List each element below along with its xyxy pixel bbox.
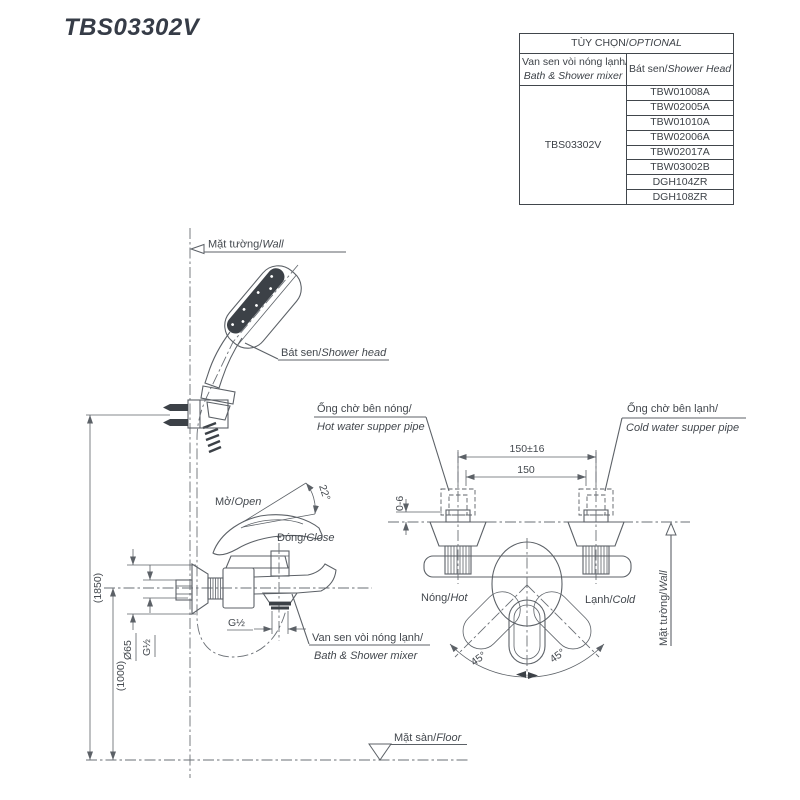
dim-1000-text: (1000)	[115, 661, 127, 691]
dim-0-6: 0-6	[394, 496, 442, 535]
hot-pipe-label: Ống chờ bên nóng/ Hot water supper pipe	[314, 401, 450, 492]
dim-150-text: 150	[517, 464, 535, 476]
mixer-plan-drawing: 45° 45°	[423, 538, 632, 679]
hose-coil	[202, 421, 222, 454]
hot-pipe-label-en: Hot water supper pipe	[317, 421, 425, 433]
shower-head-code: DGH108ZR	[626, 189, 734, 206]
floor-label: Mặt sàn/Floor	[394, 732, 463, 744]
dim-inlet-thread: G½	[141, 565, 188, 657]
table-title-en: OPTIONAL	[628, 36, 682, 49]
diverter-knob	[270, 550, 290, 577]
spout	[253, 563, 337, 595]
optional-parts-table: TÙY CHỌN/OPTIONAL Van sen vòi nóng lạnh/…	[519, 33, 734, 206]
floor-marker-icon	[368, 743, 392, 761]
hose-centerline	[196, 264, 299, 658]
plan-view: 45° 45° 150±16 150 0-6 Ống chờ bên nóng/…	[314, 401, 746, 679]
column-header-shower-head-en: Shower Head	[667, 62, 732, 75]
dim-g12-bottom-text: G½	[228, 617, 245, 629]
inlet-thread-hatch	[210, 578, 221, 599]
shower-head-label: Bát sen/Shower head	[244, 342, 389, 361]
column-header-mixer-en: Bath & Shower mixer	[523, 69, 623, 82]
mixer-code-cell: TBS03302V	[519, 84, 627, 206]
dim-g12-left-text: G½	[141, 639, 153, 656]
cold-pipe-label-en: Cold water supper pipe	[626, 422, 739, 434]
product-code-title: TBS03302V	[64, 14, 200, 41]
column-header-shower-head: Bát sen/Shower Head	[626, 53, 734, 86]
dim-45-left-text: 45°	[469, 649, 489, 668]
hot-supply-pipe	[429, 452, 487, 584]
lever-handle	[212, 514, 323, 556]
mixer-label-en: Bath & Shower mixer	[314, 650, 419, 662]
dim-0-6-text: 0-6	[394, 496, 406, 511]
dim-1850: (1850)	[86, 414, 170, 760]
hot-pipe-label-vi: Ống chờ bên nóng/	[317, 401, 413, 415]
column-header-mixer-vi: Van sen vòi nóng lạnh/	[522, 56, 627, 69]
mixer-label-vi: Van sen vòi nóng lạnh/	[312, 632, 424, 644]
cold-pipe-label-vi: Ống chờ bên lạnh/	[627, 401, 719, 415]
hose-cone	[206, 401, 231, 421]
shower-head-label-text: Bát sen/Shower head	[281, 347, 387, 359]
dim-45-right-text: 45°	[548, 646, 568, 665]
swing-arc	[449, 643, 605, 678]
shower-handle	[204, 331, 243, 389]
close-label: Đóng/Close	[277, 532, 334, 544]
wall-label-top: Mặt tường/Wall	[189, 239, 346, 255]
dim-1850-text: (1850)	[92, 573, 104, 603]
wall-arrow-icon	[189, 243, 205, 255]
wall-arrow-up-icon	[665, 521, 677, 536]
mixer-body-drawing	[175, 514, 337, 641]
thread-hatch	[447, 546, 470, 574]
table-row: DGH108ZR	[520, 189, 734, 206]
hot-label: Nóng/Hot	[421, 592, 468, 604]
open-label: Mở/Open	[215, 496, 261, 508]
open-angle-indicator: 22°	[242, 482, 332, 528]
dim-dia65-text: Ø65	[122, 640, 134, 660]
table-column-header-row: Van sen vòi nóng lạnh/Bath & Shower mixe…	[519, 53, 734, 86]
floor-line: Mặt sàn/Floor	[86, 732, 470, 761]
cold-pipe-label: Ống chờ bên lạnh/ Cold water supper pipe	[604, 401, 746, 492]
dim-22deg-text: 22°	[316, 483, 332, 502]
mixer-bar	[423, 555, 632, 578]
dim-outlet-thread: G½	[227, 611, 306, 634]
hose-nut	[200, 385, 236, 405]
dim-150: 150	[465, 464, 587, 486]
dim-150-16: 150±16	[457, 443, 597, 486]
wall-label-right: Mặt tường/Wall	[658, 521, 677, 646]
wall-label-right-text: Mặt tường/Wall	[658, 570, 670, 646]
thread-hatch	[585, 546, 608, 574]
mixer-label: Van sen vòi nóng lạnh/ Bath & Shower mix…	[291, 593, 430, 662]
cold-label: Lạnh/Cold	[585, 594, 636, 606]
dim-150-16-text: 150±16	[510, 443, 545, 455]
column-header-shower-head-vi: Bát sen/	[629, 62, 668, 75]
wall-label-top-text: Mặt tường/Wall	[208, 239, 284, 251]
table-title-vi: TÙY CHỌN/	[571, 36, 629, 49]
escutcheon	[191, 563, 209, 616]
dim-escutcheon-dia: Ø65	[122, 549, 196, 661]
body-cap	[225, 555, 289, 569]
dim-1000: (1000)	[110, 588, 127, 760]
table-row: TBS03302V TBW01008A	[519, 84, 734, 206]
side-view: Mặt tường/Wall	[86, 228, 470, 778]
